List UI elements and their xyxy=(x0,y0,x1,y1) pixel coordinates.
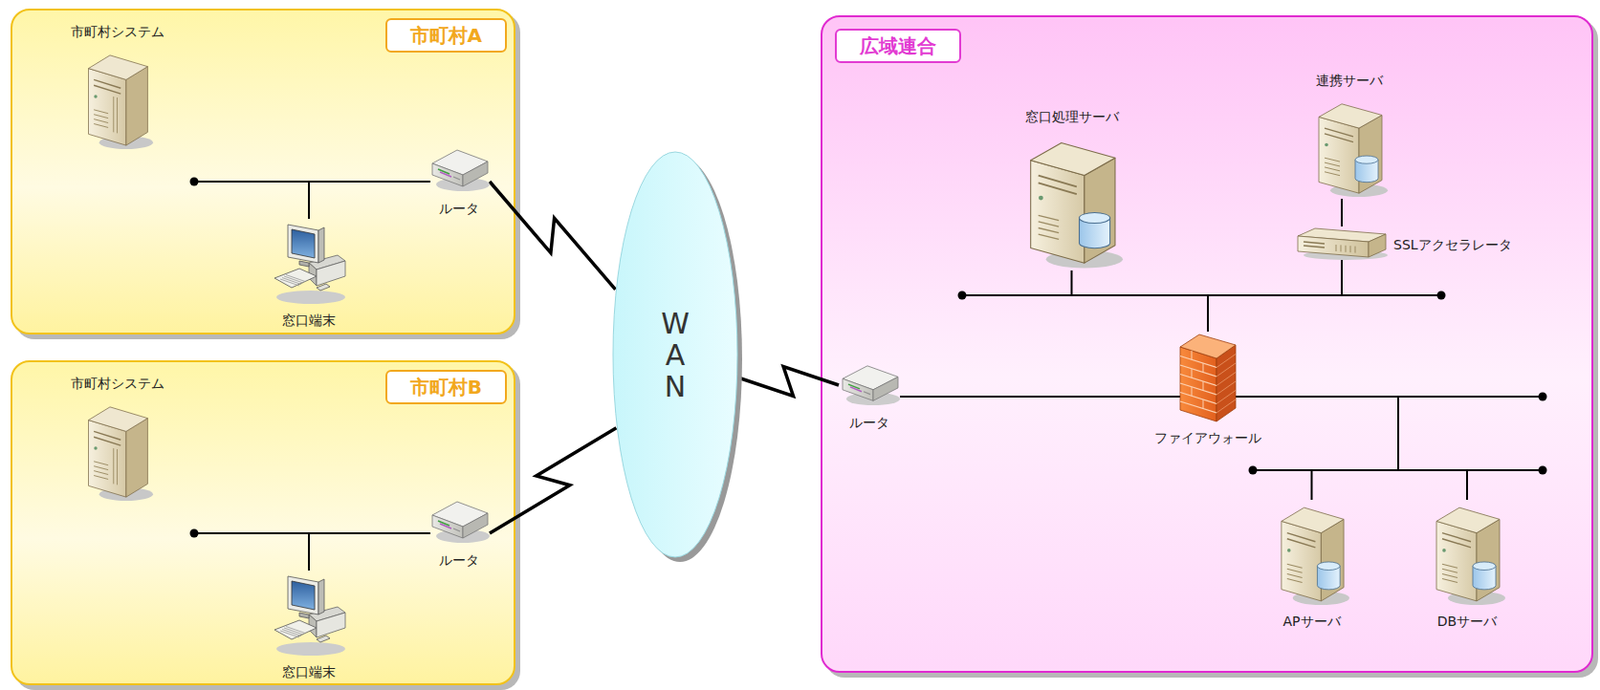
firewall-device: ファイアウォール xyxy=(1178,331,1238,424)
panel-heading: 市町村A xyxy=(410,23,483,47)
router-device: ルータ xyxy=(428,146,490,195)
device-label: 市町村システム xyxy=(70,375,165,392)
device-label: 連携サーバ xyxy=(1315,72,1383,88)
device-label-box: DBサーバ xyxy=(1437,612,1497,631)
terminal-icon xyxy=(270,219,348,307)
db-device: 連携サーバ xyxy=(1311,96,1388,199)
device-label-box: APサーバ xyxy=(1282,612,1340,631)
wan-link xyxy=(489,181,616,290)
tower-icon xyxy=(81,399,154,504)
tower-device: 市町村システム xyxy=(81,399,154,504)
device-label: ルータ xyxy=(438,552,480,569)
db-icon xyxy=(1428,500,1506,608)
ssl-icon xyxy=(1295,226,1388,261)
tower-device: 市町村システム xyxy=(81,47,154,152)
device-label-box: 市町村システム xyxy=(70,21,165,41)
wan-label: WAN xyxy=(660,307,690,403)
db-device: DBサーバ xyxy=(1428,500,1506,608)
device-label-box: 窓口端末 xyxy=(282,662,336,681)
ssl-device: SSLアクセラレータ xyxy=(1295,226,1388,261)
lan-link xyxy=(899,395,1179,398)
db-icon xyxy=(1273,500,1350,608)
lan-link xyxy=(308,181,429,220)
device-label: ルータ xyxy=(438,200,480,217)
device-label: SSLアクセラレータ xyxy=(1393,236,1513,252)
device-label-box: ルータ xyxy=(438,198,480,218)
router-device: ルータ xyxy=(428,498,490,547)
terminal-device: 窓口端末 xyxy=(270,570,348,658)
bus-end-dot xyxy=(1437,291,1447,301)
db-device: APサーバ xyxy=(1273,500,1350,608)
panel-heading: 市町村B xyxy=(410,375,483,399)
panel-heading: 広域連合 xyxy=(859,34,937,58)
device-label-box: 窓口処理サーバ xyxy=(1025,107,1119,126)
device-label: 窓口処理サーバ xyxy=(1025,109,1119,125)
wan-link xyxy=(738,367,839,397)
lan-link xyxy=(1340,198,1343,227)
bus-end-dot xyxy=(190,529,199,539)
router-icon xyxy=(838,362,900,409)
router-device: ルータ xyxy=(838,362,900,409)
device-label-box: 連携サーバ xyxy=(1315,70,1383,89)
bus-end-dot xyxy=(190,177,199,187)
bus-end-dot xyxy=(1538,393,1548,402)
device-label-box: 市町村システム xyxy=(70,373,165,393)
site-panel: 市町村A 市町村システムルータ窓口端末 xyxy=(10,8,516,335)
db-icon xyxy=(1311,96,1388,199)
router-icon xyxy=(428,146,490,195)
device-label-box: 窓口端末 xyxy=(282,310,336,329)
device-label-box: ルータ xyxy=(438,550,480,570)
bus-end-dot xyxy=(1249,466,1258,476)
router-icon xyxy=(428,498,490,547)
site-panel: 市町村B 市町村システムルータ窓口端末 xyxy=(10,360,516,686)
bus-end-dot xyxy=(1538,466,1548,476)
lan-link xyxy=(1237,396,1399,501)
lan-link xyxy=(1237,396,1468,501)
device-label: 市町村システム xyxy=(70,23,165,40)
device-label-box: SSLアクセラレータ xyxy=(1393,234,1513,253)
site-panel: 広域連合窓口処理サーバ連携サーバSSLアクセラレータルータファイアウォールAPサ… xyxy=(820,15,1594,674)
terminal-device: 窓口端末 xyxy=(270,219,348,307)
device-label-box: ルータ xyxy=(849,413,890,432)
lan-link xyxy=(1207,260,1342,332)
device-label: APサーバ xyxy=(1282,613,1340,630)
panel-heading-box: 広域連合 xyxy=(834,28,962,64)
wan-label-box: WAN xyxy=(660,307,690,403)
bus-end-dot xyxy=(958,291,967,301)
device-label: DBサーバ xyxy=(1437,613,1497,630)
device-label-box: ファイアウォール xyxy=(1154,428,1262,447)
device-label: ファイアウォール xyxy=(1154,430,1262,446)
terminal-icon xyxy=(270,570,348,658)
wan-link xyxy=(489,428,616,534)
lan-link xyxy=(308,533,429,571)
wan-cloud: WAN xyxy=(612,151,739,559)
db-device: 窓口処理サーバ xyxy=(1020,132,1123,271)
device-label: 窓口端末 xyxy=(282,312,336,329)
device-label: ルータ xyxy=(849,415,890,431)
panel-heading-box: 市町村B xyxy=(385,370,507,405)
tower-icon xyxy=(81,47,154,152)
panel-heading-box: 市町村A xyxy=(385,18,507,53)
firewall-icon xyxy=(1178,331,1238,424)
device-label: 窓口端末 xyxy=(282,664,336,680)
db-icon xyxy=(1020,132,1123,271)
lan-link xyxy=(1072,270,1209,332)
